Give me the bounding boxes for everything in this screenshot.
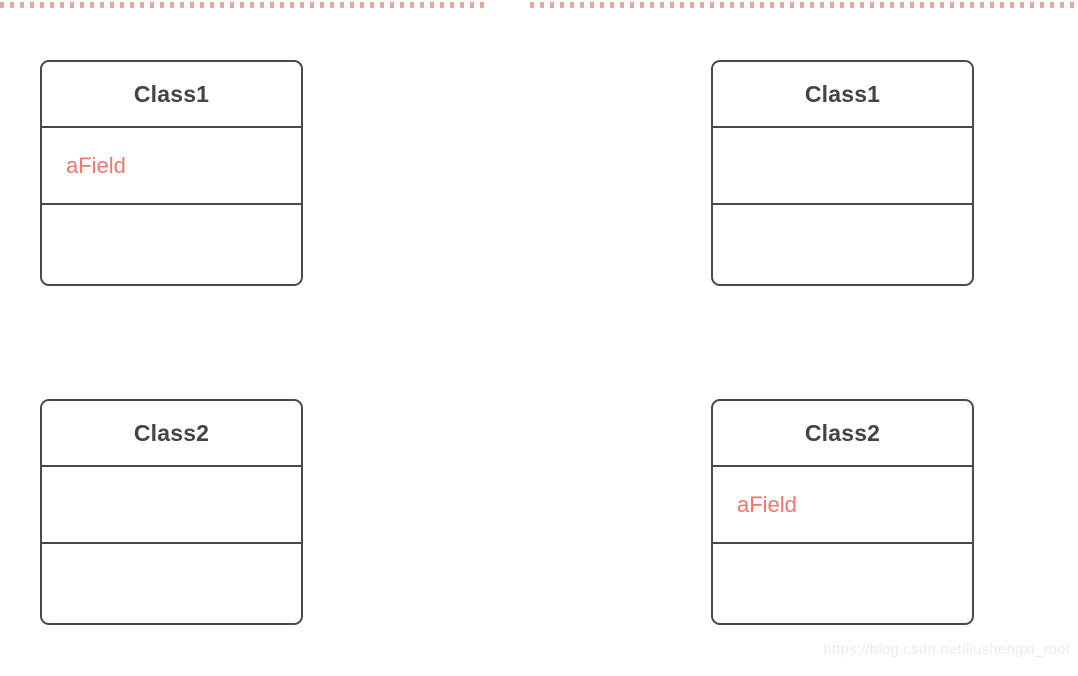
class-methods-compartment bbox=[42, 544, 301, 623]
class-methods-compartment bbox=[42, 205, 301, 284]
class-box-left-class2[interactable]: Class2 bbox=[40, 399, 303, 625]
class-header-compartment: Class2 bbox=[42, 401, 301, 467]
top-dotted-separator-right bbox=[530, 2, 1078, 8]
watermark-text: https://blog.csdn.net/liushengxi_root bbox=[823, 641, 1070, 658]
class-box-right-class2[interactable]: Class2 aField bbox=[711, 399, 974, 625]
class-name-label: Class2 bbox=[804, 419, 881, 446]
class-fields-compartment: aField bbox=[713, 467, 972, 544]
class-box-right-class1[interactable]: Class1 bbox=[711, 60, 974, 286]
class-field-label: aField bbox=[737, 491, 797, 517]
class-name-label: Class1 bbox=[804, 80, 881, 107]
class-header-compartment: Class1 bbox=[713, 62, 972, 128]
class-fields-compartment: aField bbox=[42, 128, 301, 205]
class-field-label: aField bbox=[66, 152, 126, 178]
diagram-pane-left: Class1 aField Class2 bbox=[40, 60, 303, 625]
class-name-label: Class2 bbox=[133, 419, 210, 446]
top-dotted-separator-left bbox=[0, 2, 487, 8]
class-fields-compartment bbox=[42, 467, 301, 544]
class-methods-compartment bbox=[713, 544, 972, 623]
class-box-left-class1[interactable]: Class1 aField bbox=[40, 60, 303, 286]
class-methods-compartment bbox=[713, 205, 972, 284]
class-name-label: Class1 bbox=[133, 80, 210, 107]
class-header-compartment: Class2 bbox=[713, 401, 972, 467]
class-fields-compartment bbox=[713, 128, 972, 205]
class-header-compartment: Class1 bbox=[42, 62, 301, 128]
diagram-pane-right: Class1 Class2 aField bbox=[539, 0, 1078, 676]
